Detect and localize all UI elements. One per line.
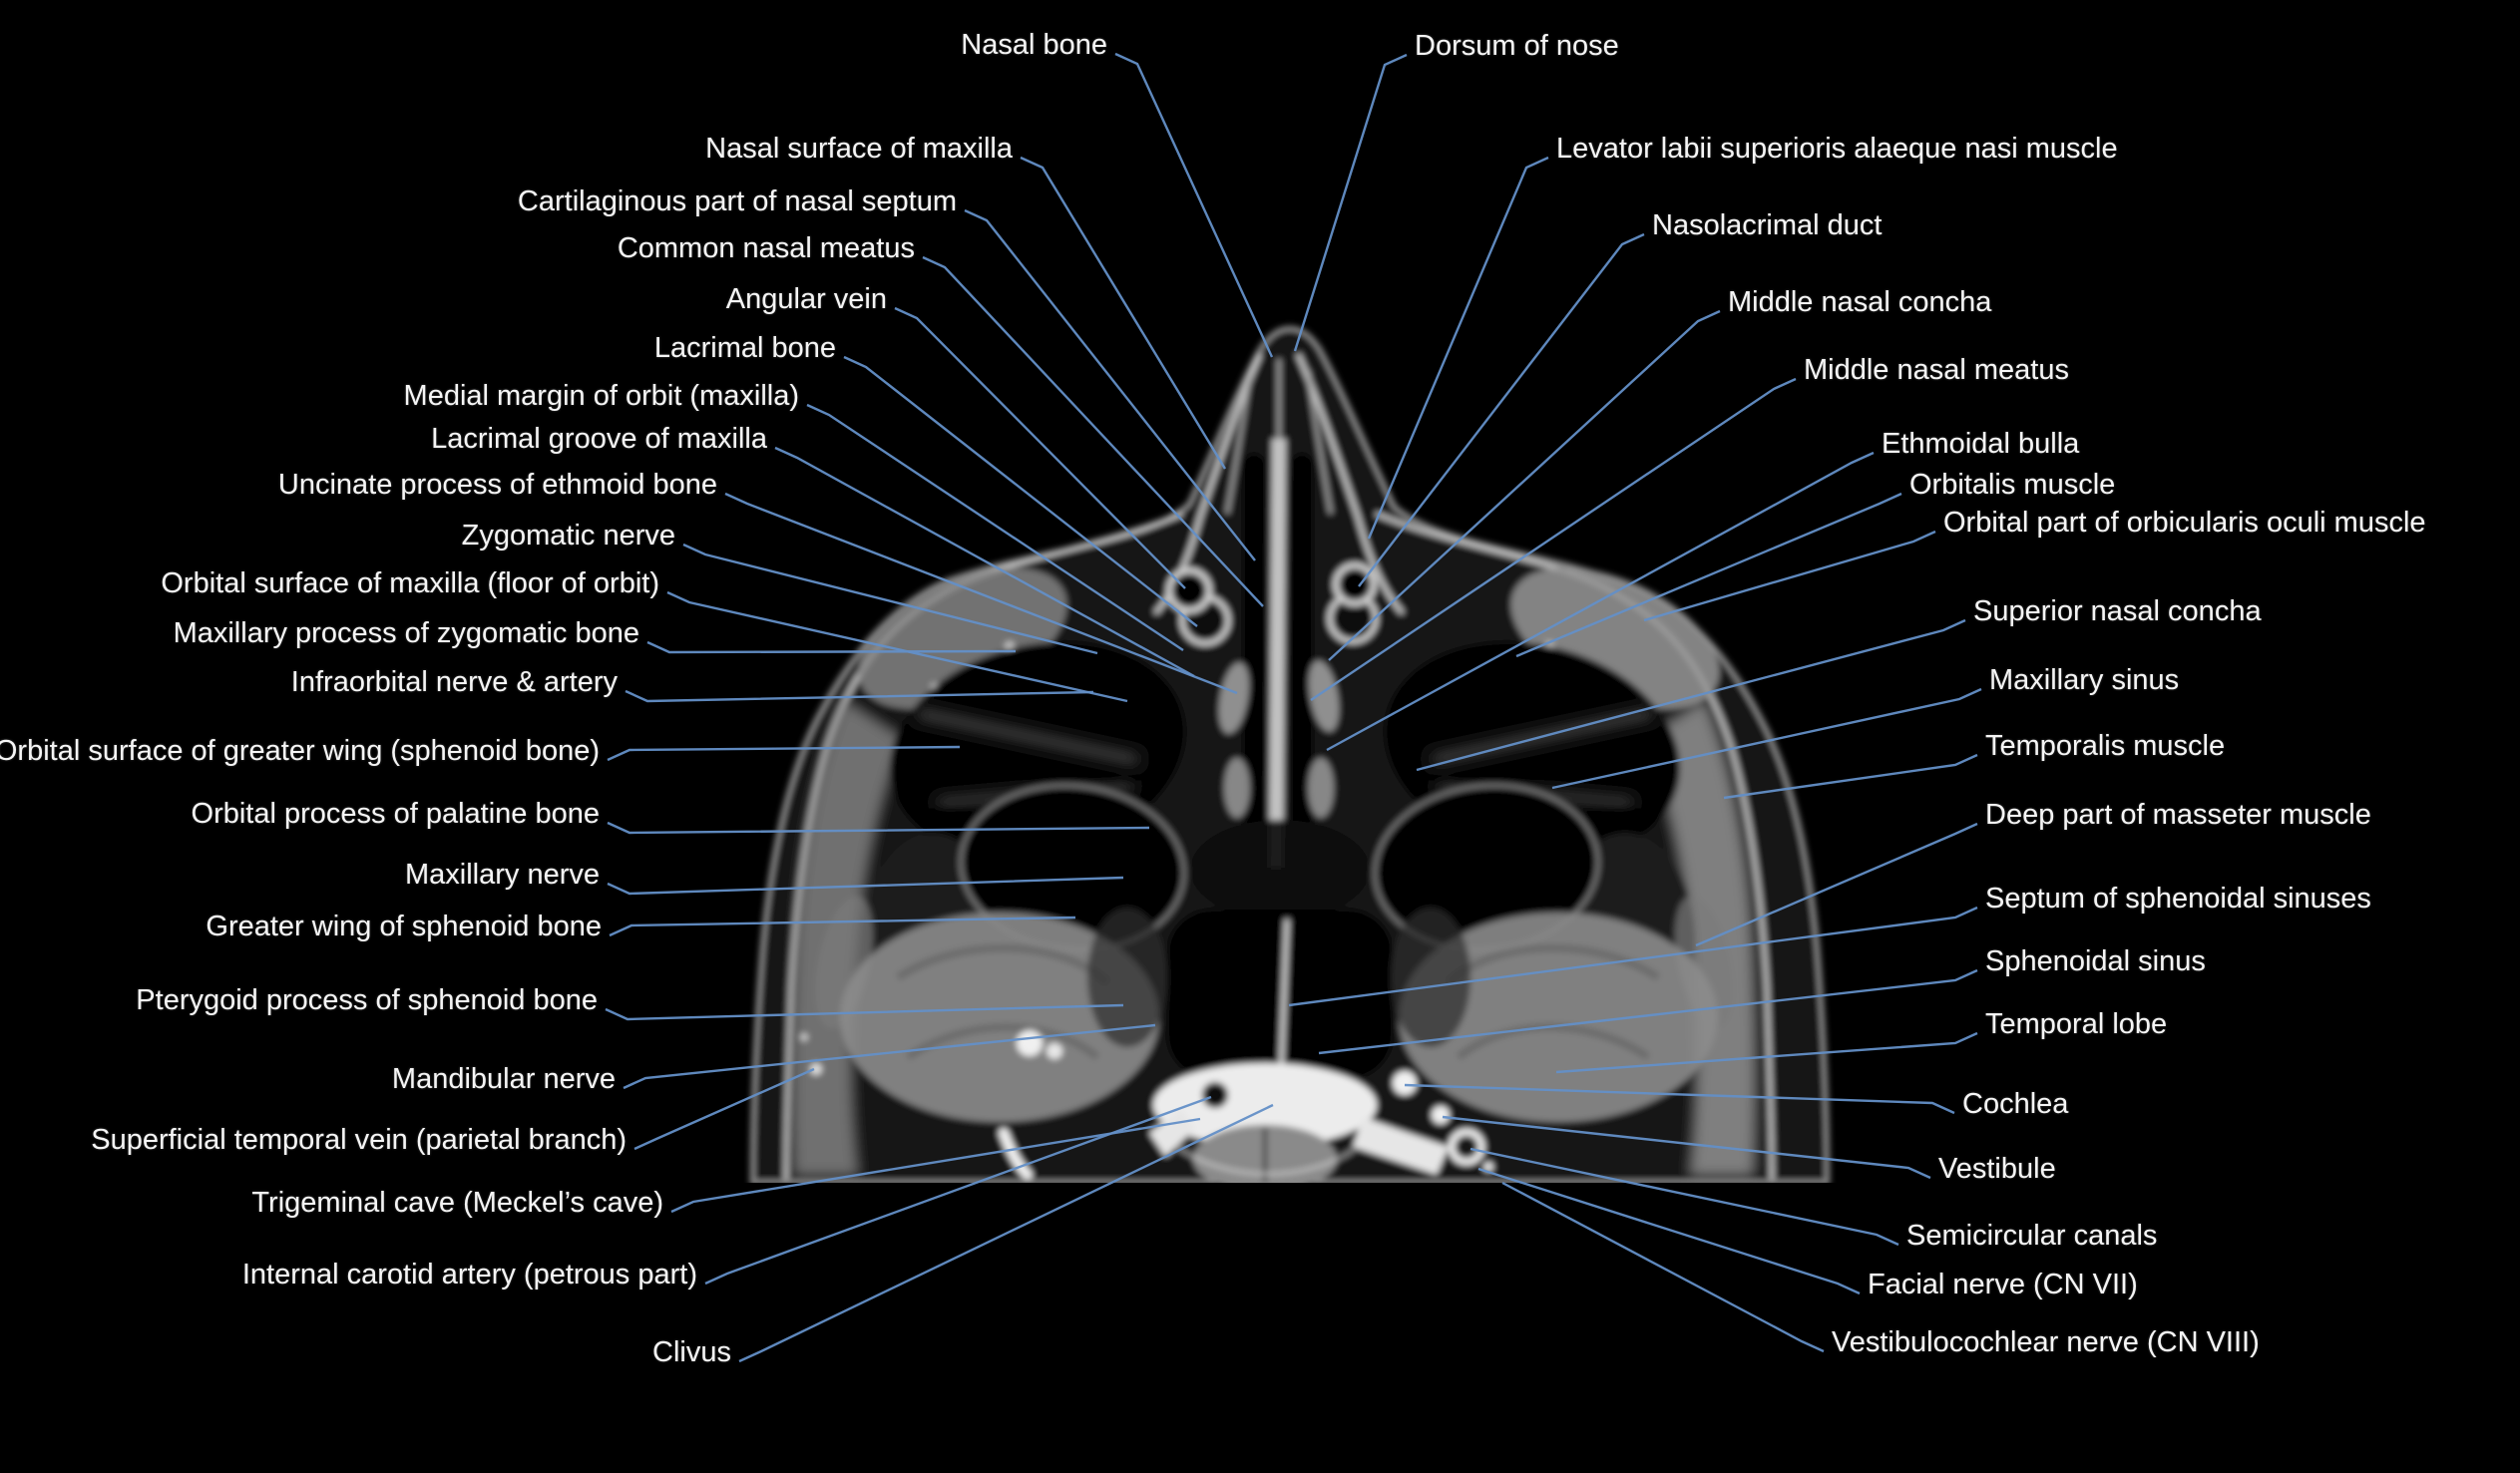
leader-line (1293, 53, 1408, 352)
leader-line (894, 306, 1186, 589)
leader-line (605, 1003, 1124, 1021)
leader-line (607, 876, 1124, 896)
leader-line (646, 640, 1017, 654)
leader-line (704, 1095, 1212, 1286)
leader-line (1328, 309, 1721, 661)
leader-line (1367, 156, 1549, 540)
leader-line (682, 543, 1098, 655)
leader-line (625, 689, 1094, 703)
leader-line (1501, 1181, 1825, 1353)
leader-line (1555, 1031, 1978, 1074)
leader-line (738, 1103, 1274, 1363)
leader-line (1288, 906, 1978, 1007)
leader-line (633, 1067, 815, 1151)
leader-line (1477, 1167, 1861, 1295)
leader-line (1723, 753, 1978, 800)
leader-line (1416, 618, 1966, 772)
leader-line (964, 208, 1256, 561)
leader-line (670, 1117, 1201, 1214)
leader-line (1643, 530, 1936, 622)
leader-line (1470, 1147, 1899, 1247)
leader-line (843, 355, 1198, 627)
leader-line (1695, 822, 1978, 947)
leader-line (774, 446, 1195, 678)
leader-line (623, 1023, 1156, 1090)
leader-line (1326, 451, 1875, 752)
leader-line (609, 916, 1076, 937)
leader-line (1515, 492, 1902, 658)
leader-line (922, 255, 1264, 607)
leader-line (1310, 377, 1797, 701)
leader-line (1551, 687, 1982, 790)
leader-line (1114, 52, 1274, 358)
leader-line (806, 403, 1184, 651)
leader-line (1404, 1083, 1955, 1115)
leader-line (666, 590, 1128, 703)
leader-line (1020, 156, 1227, 470)
leader-line (607, 821, 1150, 835)
leader-line (1318, 968, 1978, 1055)
leader-line (724, 492, 1238, 695)
leader-line (1358, 232, 1645, 587)
leader-line (607, 745, 961, 762)
leader-line (1442, 1115, 1931, 1180)
